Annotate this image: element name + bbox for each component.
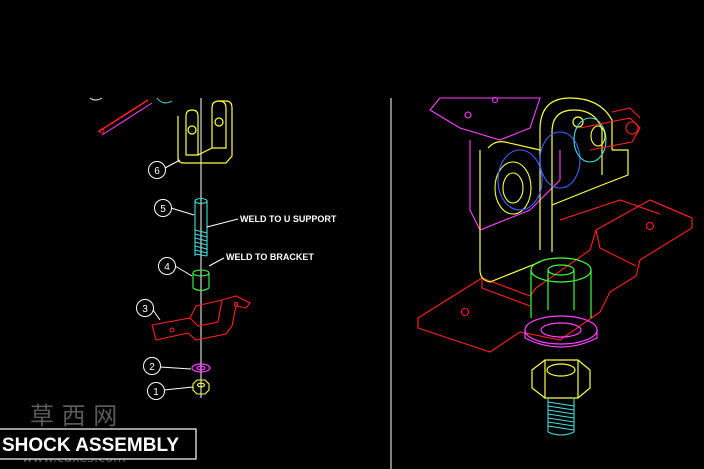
weld-note-bracket: WELD TO BRACKET: [208, 252, 314, 267]
balloon-2: 2: [143, 357, 192, 375]
u-support-assembled: [479, 97, 629, 283]
washer-part: [191, 363, 211, 373]
balloon-6-label: 6: [154, 166, 160, 177]
title-text: SHOCK ASSEMBLY: [2, 435, 179, 456]
balloon-4-label: 4: [164, 262, 170, 273]
mount-bracket: [417, 199, 693, 353]
assembled-view: [417, 96, 693, 436]
u-support-part: [177, 100, 233, 164]
nut-part: [192, 379, 210, 395]
balloon-1: 1: [147, 382, 194, 400]
stud-assembled: [547, 398, 575, 436]
balloon-2-label: 2: [149, 362, 155, 373]
washer-assembled: [524, 315, 598, 348]
balloon-3: 3: [136, 299, 161, 321]
stud-part: [194, 197, 208, 257]
watermark-glyphs: 草 西 网: [30, 402, 117, 430]
balloon-3-label: 3: [142, 304, 148, 315]
spacer-assembled: [530, 257, 592, 318]
balloon-5-label: 5: [160, 204, 166, 215]
balloon-4: 4: [158, 257, 193, 277]
weld-u-support-text: WELD TO U SUPPORT: [240, 214, 337, 224]
spacer-part: [192, 269, 210, 292]
nut-assembled: [531, 359, 591, 399]
top-frame: [429, 96, 561, 231]
exploded-view: 6 5 4 3 2 1 WE: [89, 97, 337, 400]
balloon-5: 5: [154, 199, 195, 217]
shock-eye: [494, 107, 641, 215]
weld-note-u-support: WELD TO U SUPPORT: [206, 214, 337, 228]
weld-bracket-text: WELD TO BRACKET: [226, 252, 314, 262]
partial-rod: [89, 97, 173, 136]
balloon-6: 6: [148, 159, 181, 179]
balloon-1-label: 1: [153, 387, 159, 398]
title-block: SHOCK ASSEMBLY: [0, 428, 197, 460]
bracket-part: [151, 295, 251, 341]
